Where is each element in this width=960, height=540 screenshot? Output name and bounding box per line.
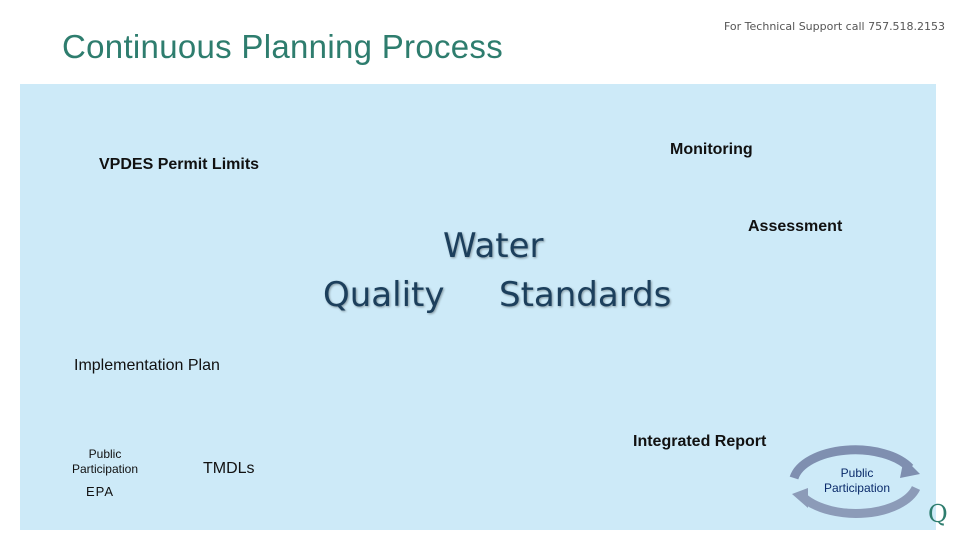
circular-arrows-icon: [789, 445, 921, 518]
public-participation-left-label: Public Participation: [71, 447, 139, 476]
corner-logo-fragment: Q: [928, 500, 948, 528]
center-title-quality: Quality: [323, 275, 445, 315]
integrated-report-label: Integrated Report: [633, 433, 767, 450]
diagram-panel: [20, 84, 936, 530]
upper-arrowhead: [900, 458, 920, 478]
assessment-label: Assessment: [748, 218, 843, 235]
upper-arrow-arc: [789, 445, 914, 480]
page-title: Continuous Planning Process: [62, 28, 504, 65]
lower-arrowhead: [792, 488, 808, 508]
center-title-water: Water: [443, 226, 544, 266]
monitoring-label: Monitoring: [670, 141, 753, 158]
vpdes-permit-limits-label: VPDES Permit Limits: [99, 156, 260, 173]
public-participation-right-label: Public Participation: [823, 466, 891, 495]
implementation-plan-label: Implementation Plan: [74, 357, 220, 374]
lower-arrow-arc: [801, 485, 921, 518]
epa-label: EPA: [86, 484, 115, 499]
center-title-standards: Standards: [499, 275, 672, 315]
technical-support-note: For Technical Support call 757.518.2153: [724, 20, 946, 33]
tmdls-label: TMDLs: [203, 460, 255, 477]
